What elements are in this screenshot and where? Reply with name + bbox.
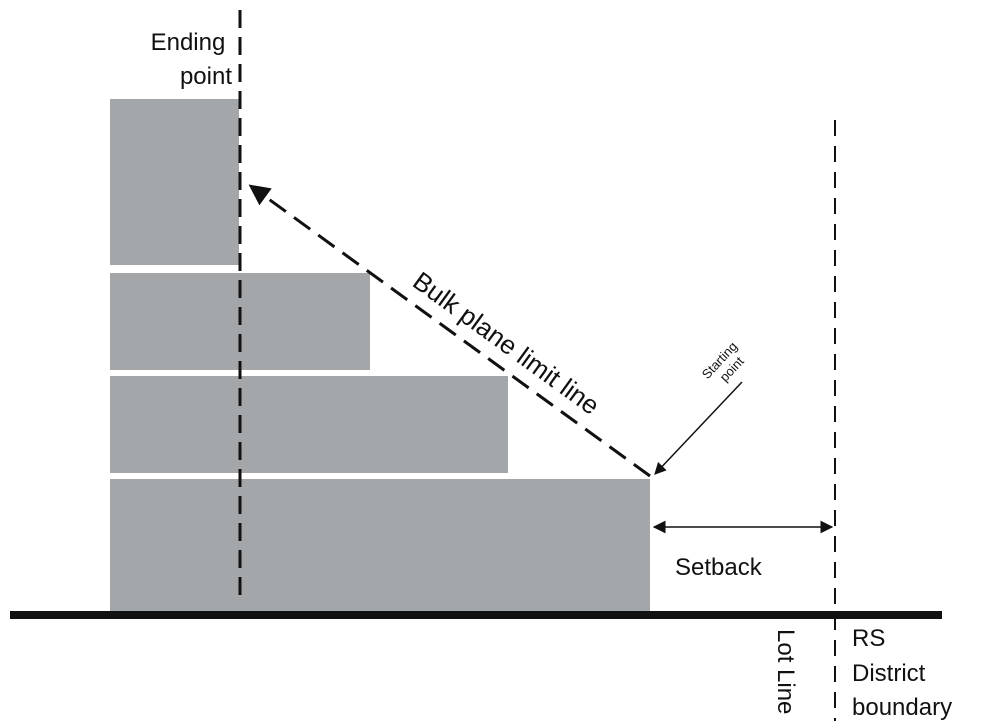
lot-line-label: Lot Line (772, 629, 799, 714)
building-block-top (110, 99, 239, 265)
bulk-plane-limit-line (248, 184, 651, 478)
ending-point-label: Ending point (151, 29, 233, 90)
rs-district-label-line3: boundary (852, 694, 952, 721)
building-block-base (110, 479, 650, 613)
ending-point-label-line2: point (180, 63, 232, 90)
rs-district-label-line2: District (852, 660, 926, 687)
setback-label: Setback (675, 554, 763, 581)
starting-point-label: Starting point (699, 336, 754, 392)
rs-district-boundary-label: RS District boundary (852, 625, 952, 721)
ending-point-label-line1: Ending (151, 29, 226, 56)
rs-district-label-line1: RS (852, 625, 885, 652)
building-block-middle (110, 376, 508, 473)
starting-point-arrow (654, 381, 743, 475)
